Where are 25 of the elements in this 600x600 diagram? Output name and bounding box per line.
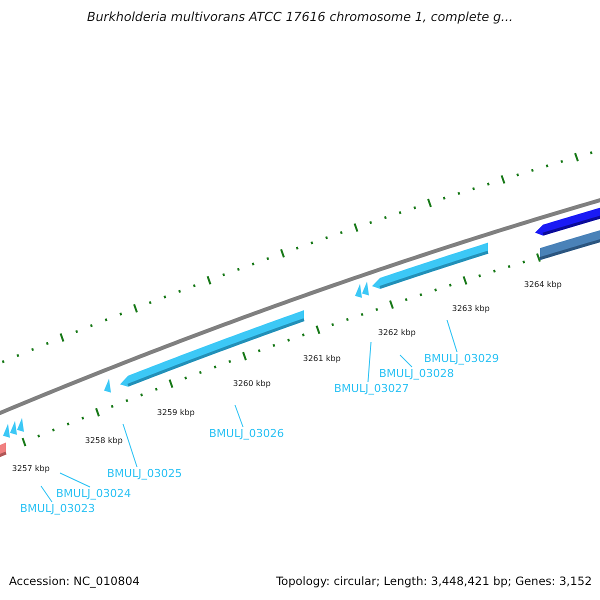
tick-label: 3259 kbp: [157, 409, 195, 417]
leader-line: [234, 404, 244, 428]
leader-line: [60, 472, 90, 488]
gene-label: BMULJ_03028: [379, 368, 454, 379]
leader-line: [122, 424, 138, 468]
leader-line: [400, 354, 412, 368]
gene-label: BMULJ_03026: [209, 428, 284, 439]
tick-label: 3261 kbp: [303, 355, 341, 363]
gene-label: BMULJ_03027: [334, 383, 409, 394]
footer-text: Accession: NC_010804: [9, 576, 140, 588]
leader-line: [368, 342, 372, 382]
gene-label: BMULJ_03029: [424, 353, 499, 364]
leader-line: [40, 486, 52, 502]
tick-label: 3260 kbp: [233, 380, 271, 388]
tick-label: 3258 kbp: [85, 437, 123, 445]
tick-label: 3257 kbp: [12, 465, 50, 473]
gene-label: BMULJ_03025: [107, 468, 182, 479]
gene-label: BMULJ_03024: [56, 488, 131, 499]
map-title: Burkholderia multivorans ATCC 17616 chromosome 1, complete g...: [86, 11, 514, 24]
footer-text: Topology: circular; Length: 3,448,421 bp; Genes: 3,152: [276, 576, 592, 588]
tick-label: 3264 kbp: [524, 281, 562, 289]
tick-label: 3263 kbp: [452, 305, 490, 313]
tick-label: 3262 kbp: [378, 329, 416, 337]
gene-label: BMULJ_03023: [20, 503, 95, 514]
leader-line: [446, 320, 458, 352]
